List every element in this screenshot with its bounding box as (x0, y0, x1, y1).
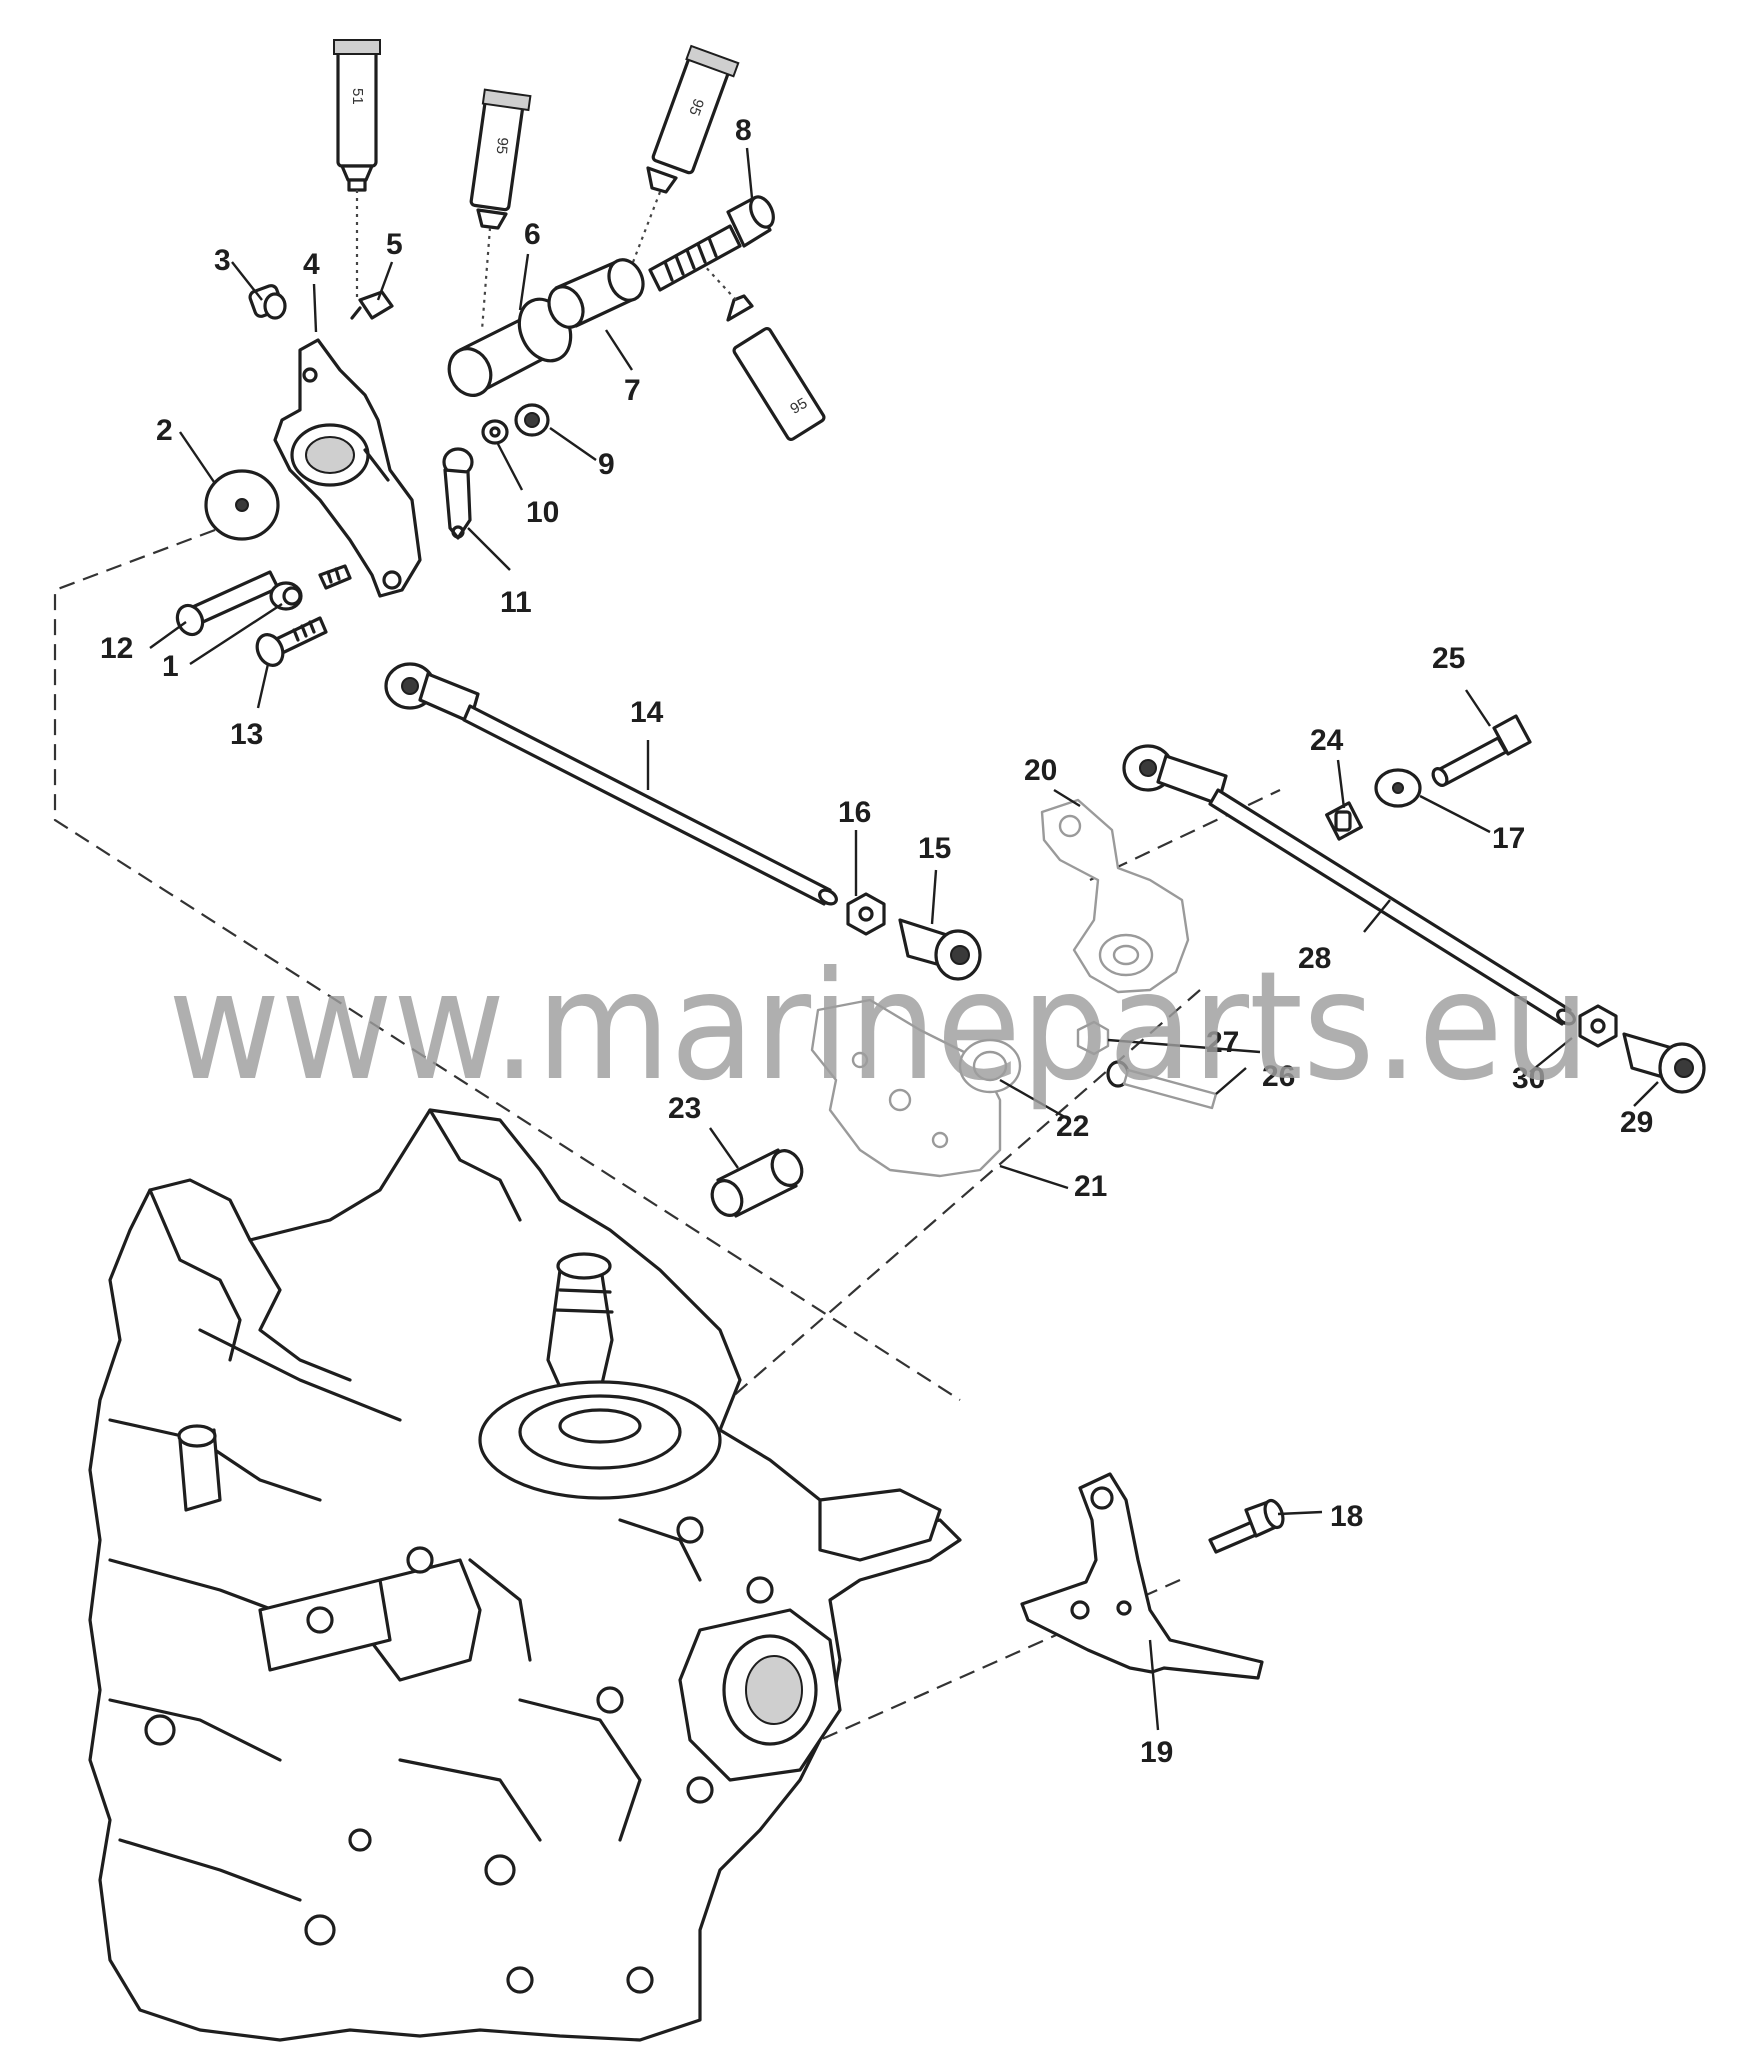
callout-30: 30 (1512, 1062, 1545, 1095)
part-12-pin (175, 570, 280, 637)
part-29-rod-end (1622, 1032, 1706, 1094)
part-24-retainer (1325, 801, 1363, 841)
sealant-tube-95-b: 95 (628, 44, 740, 271)
callout-23: 23 (668, 1092, 701, 1125)
callout-11: 11 (500, 586, 532, 619)
part-19-lever (1020, 1472, 1264, 1680)
callout-leaders (149, 147, 1659, 1731)
engine-powerhead-block (88, 1108, 962, 2042)
sealant-code: 95 (493, 137, 511, 155)
callout-1: 1 (162, 650, 179, 683)
part-18-bolt (1208, 1498, 1285, 1554)
part-4-throttle-bracket (273, 338, 422, 598)
part-21-plate (810, 998, 1002, 1178)
part-15-rod-end (898, 918, 982, 981)
callout-24: 24 (1310, 724, 1344, 757)
callout-3: 3 (214, 244, 231, 277)
callout-27: 27 (1206, 1026, 1239, 1059)
callout-25: 25 (1432, 642, 1465, 675)
watermark-text: www.marineparts.eu (168, 940, 1590, 1114)
part-26-screw (1106, 1060, 1218, 1110)
part-23-spacer (710, 1148, 804, 1218)
callout-28: 28 (1298, 942, 1331, 975)
callout-22: 22 (1056, 1110, 1089, 1143)
part-20-throttle-cam (1040, 798, 1190, 994)
part-13-bolt (255, 616, 328, 667)
part-5-screw (350, 290, 394, 320)
callout-15: 15 (918, 832, 951, 865)
part-30-nut (1578, 1004, 1618, 1048)
callout-10: 10 (526, 496, 559, 529)
callout-29: 29 (1620, 1106, 1653, 1139)
callout-13: 13 (230, 718, 263, 751)
sealant-tube-51: 51 (333, 39, 381, 300)
callout-20: 20 (1024, 754, 1057, 787)
part-22-cam-roller (958, 1038, 1022, 1094)
sealant-code: 95 (787, 395, 810, 418)
part-27-nut (1076, 1020, 1110, 1056)
sealant-tube-95-c: 95 (689, 249, 826, 442)
callout-9: 9 (598, 448, 615, 481)
callout-12: 12 (100, 632, 133, 665)
sealant-code: 51 (349, 88, 366, 105)
part-10-washer (481, 419, 509, 445)
part-25-bolt (1431, 714, 1532, 787)
part-16-nut (846, 892, 886, 936)
part-11-link (442, 447, 474, 540)
sealant-tube-95-a: 95 (469, 88, 532, 331)
callout-labels: 1 2 3 4 5 6 7 8 9 10 11 12 13 14 15 16 1… (100, 114, 1653, 1769)
part-7-sleeve (547, 258, 645, 329)
callout-14: 14 (630, 696, 664, 729)
callout-19: 19 (1140, 1736, 1173, 1769)
callout-8: 8 (735, 114, 752, 147)
callout-17: 17 (1492, 822, 1525, 855)
part-1-bushing (269, 581, 303, 611)
part-2-washer (204, 469, 280, 541)
part-14-control-rod (384, 662, 838, 906)
sealant-code: 95 (685, 96, 707, 117)
part-11-bolt-small (318, 564, 352, 590)
part-28-control-rod (1122, 744, 1576, 1026)
callout-16: 16 (838, 796, 871, 829)
callout-7: 7 (624, 374, 641, 407)
callout-5: 5 (386, 228, 403, 261)
part-8-bolt (648, 195, 775, 292)
part-9-nut (514, 403, 550, 437)
callout-21: 21 (1074, 1170, 1107, 1203)
callout-18: 18 (1330, 1500, 1363, 1533)
callout-26: 26 (1262, 1060, 1295, 1093)
callout-6: 6 (524, 218, 541, 251)
part-17-washer (1374, 768, 1422, 808)
callout-4: 4 (303, 248, 320, 281)
callout-2: 2 (156, 414, 173, 447)
